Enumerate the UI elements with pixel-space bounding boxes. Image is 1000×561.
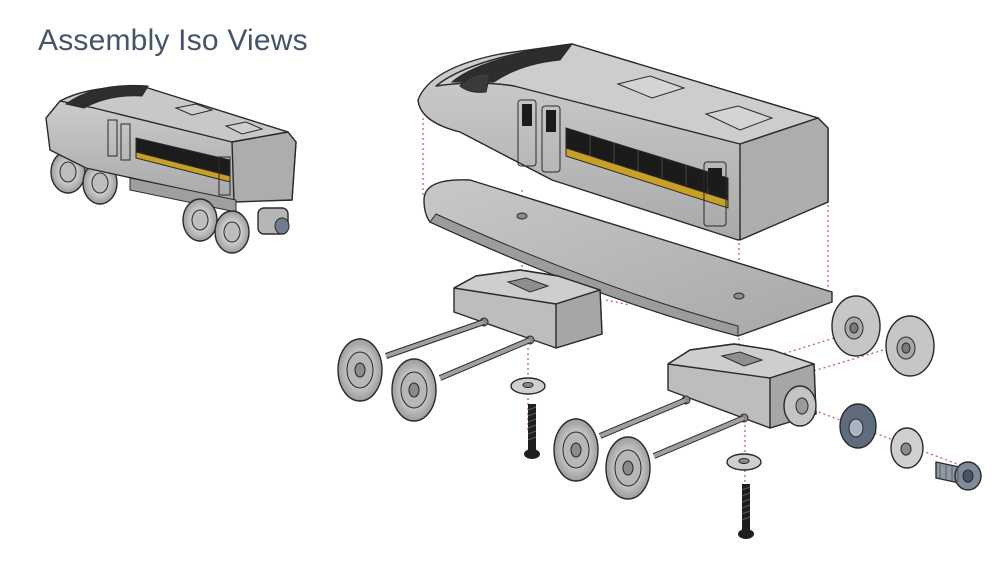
rear-axle <box>385 319 485 359</box>
front-bogie <box>667 343 817 429</box>
coupler-washer <box>890 427 924 469</box>
front-screw <box>738 484 754 539</box>
assembled-wheel <box>214 210 250 254</box>
coupler-disc <box>885 315 935 377</box>
front-wheel <box>553 418 599 482</box>
rear-washer <box>510 377 546 395</box>
roof-hatch <box>704 105 774 131</box>
assembled-train-view <box>45 84 297 254</box>
assembled-nose <box>64 84 149 109</box>
front-washer <box>726 453 762 471</box>
body-door <box>517 99 537 167</box>
rear-bogie <box>453 269 603 349</box>
body-door <box>541 105 561 173</box>
front-wheel <box>605 436 651 500</box>
rear-axle <box>438 337 532 381</box>
roof-hatch <box>616 75 686 99</box>
rear-wheel <box>391 358 437 422</box>
deck-plate <box>423 179 833 337</box>
assembled-wheel <box>182 198 218 242</box>
body-shell <box>417 43 829 241</box>
body-door <box>703 161 727 227</box>
front-axle <box>598 397 688 439</box>
rear-wheel <box>337 338 383 402</box>
body-nose <box>450 43 574 83</box>
slide-title: Assembly Iso Views <box>38 24 308 57</box>
coupler-bushing <box>839 403 877 449</box>
rear-screw <box>524 404 540 459</box>
coupler-bolt <box>935 461 982 491</box>
coupler-disc <box>831 295 881 357</box>
front-axle <box>652 415 746 459</box>
